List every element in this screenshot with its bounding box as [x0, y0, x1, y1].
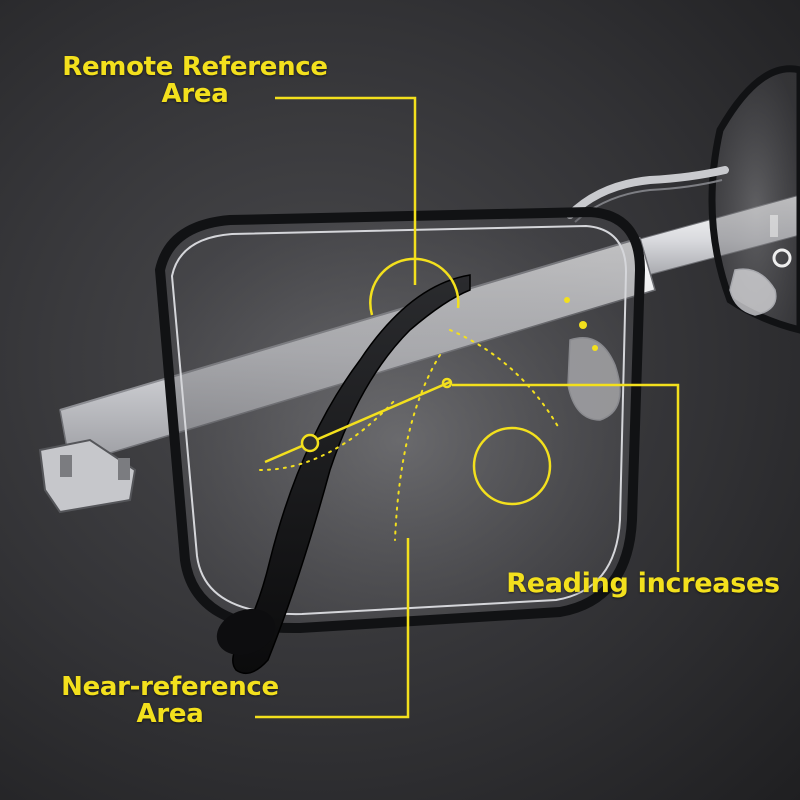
lens-markings [564, 297, 598, 351]
left-lens [160, 212, 640, 629]
progression-dots-3 [259, 399, 396, 471]
progression-dots-2 [449, 329, 561, 431]
nose-pad-right [729, 268, 777, 316]
left-lens-frame-outer [154, 206, 646, 634]
remote-leader-line [275, 96, 417, 285]
progression-dots-1 [394, 354, 441, 541]
left-lens-rim-inner [170, 224, 628, 616]
black-temple-arm [232, 274, 471, 675]
reading-zone-circle [472, 426, 552, 506]
corridor-line [264, 380, 451, 464]
near-leader-line [255, 538, 410, 719]
right-lens-markings [770, 215, 792, 268]
reading-increases-label: Reading increases [506, 568, 780, 599]
bridge [566, 166, 729, 219]
distance-zone-circle [369, 257, 460, 316]
